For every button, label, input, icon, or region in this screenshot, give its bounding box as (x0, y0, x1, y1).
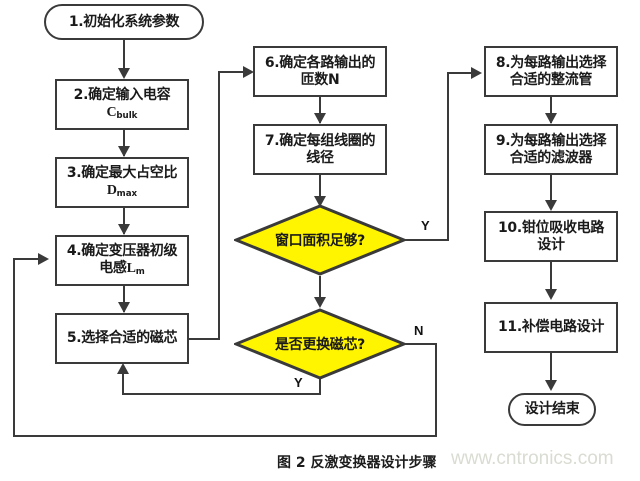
node-step10-line1: 10.钳位吸收电路 (497, 219, 605, 236)
node-step2-line1: 2.确定输入电容 (73, 87, 171, 104)
connector-step2-to-step3 (123, 130, 125, 156)
connector-step8-to-step9 (550, 97, 552, 123)
connector-decision2-no-v2 (13, 258, 15, 437)
connector-step5-to-step6-h2 (218, 71, 247, 73)
node-step10-line2: 设计 (537, 236, 565, 253)
branch-label-decision1-yes: Y (421, 218, 430, 233)
node-step4-line2: 电感 (99, 260, 127, 276)
node-step2-sub: bulk (116, 111, 138, 122)
diamond-shape-decision1 (234, 204, 406, 276)
connector-step7-to-decision1 (319, 175, 321, 203)
figure-caption: 图 2 反激变换器设计步骤 (277, 455, 437, 471)
node-step4-sub: m (135, 267, 145, 278)
node-step8-line2: 合适的整流管 (509, 71, 593, 88)
node-step3-line1: 3.确定最大占空比 (66, 165, 178, 182)
node-step4-line1: 4.确定变压器初级 (66, 243, 178, 260)
node-step3[interactable]: 3.确定最大占空比 Dmax (55, 157, 189, 208)
connector-step5-to-step6-v (218, 71, 220, 340)
arrowhead-step8-to-step9 (545, 113, 557, 124)
node-step3-var: D (106, 183, 117, 198)
arrowhead-step11-to-end (545, 380, 557, 391)
connector-decision2-no-h2 (13, 435, 437, 437)
connector-decision2-yes-v2 (122, 372, 124, 395)
branch-label-decision2-yes: Y (294, 375, 303, 390)
node-step7[interactable]: 7.确定每组线圈的 线径 (253, 124, 387, 175)
node-step8-line1: 8.为每路输出选择 (495, 54, 607, 71)
node-step8[interactable]: 8.为每路输出选择 合适的整流管 (484, 46, 618, 97)
node-start[interactable]: 1.初始化系统参数 (44, 4, 204, 40)
branch-label-decision2-no: N (414, 323, 424, 338)
connector-step3-to-step4 (123, 208, 125, 234)
connector-decision1-yes-h1 (404, 239, 449, 241)
node-step9-line1: 9.为每路输出选择 (495, 132, 607, 149)
node-start-label: 1.初始化系统参数 (68, 13, 180, 30)
node-step7-line2: 线径 (306, 149, 334, 166)
connector-decision2-no-h1 (404, 343, 437, 345)
connector-decision2-no-h3 (13, 258, 41, 260)
node-decision1-label: 窗口面积足够? (274, 233, 366, 249)
connector-decision2-no-v1 (435, 343, 437, 437)
connector-step4-to-step5 (123, 286, 125, 312)
arrowhead-step4-to-step5 (118, 302, 130, 313)
arrowhead-step9-to-step10 (545, 200, 557, 211)
arrowhead-step6-to-step7 (314, 113, 326, 124)
node-end-label: 设计结束 (524, 401, 580, 418)
node-step6-line2: 匝数N (300, 71, 340, 88)
arrowhead-decision1-to-decision2 (314, 297, 326, 308)
connector-decision2-yes-v1 (319, 378, 321, 395)
connector-decision1-to-decision2 (319, 276, 321, 304)
arrowhead-step7-to-decision1 (314, 196, 326, 207)
connector-step11-to-end (550, 353, 552, 389)
connector-step5-to-step6-h1 (189, 338, 220, 340)
node-step6[interactable]: 6.确定各路输出的 匝数N (253, 46, 387, 97)
node-decision-change-core[interactable]: 是否更换磁芯? (234, 308, 406, 380)
node-decision2-label: 是否更换磁芯? (274, 337, 366, 353)
node-step9-line2: 合适的滤波器 (509, 149, 593, 166)
connector-decision2-yes-h (122, 393, 321, 395)
site-watermark: www.cntronics.com (451, 448, 614, 469)
node-step7-line1: 7.确定每组线圈的 (264, 132, 376, 149)
connector-decision1-yes-h2 (447, 72, 475, 74)
arrowhead-step3-to-step4 (118, 224, 130, 235)
connector-step10-to-step11 (550, 262, 552, 298)
arrowhead-decision1-yes (471, 67, 482, 79)
node-step6-line1: 6.确定各路输出的 (264, 54, 376, 71)
node-step10[interactable]: 10.钳位吸收电路 设计 (484, 211, 618, 262)
node-step5-label: 5.选择合适的磁芯 (66, 330, 178, 347)
connector-step9-to-step10 (550, 175, 552, 207)
node-step2-var: C (106, 105, 117, 120)
node-step2[interactable]: 2.确定输入电容 Cbulk (55, 79, 189, 130)
arrowhead-decision2-yes-into-step5 (117, 363, 129, 374)
node-step9[interactable]: 9.为每路输出选择 合适的滤波器 (484, 124, 618, 175)
node-decision-window-area[interactable]: 窗口面积足够? (234, 204, 406, 276)
node-step3-sub: max (116, 189, 138, 200)
node-step11[interactable]: 11.补偿电路设计 (484, 302, 618, 353)
connector-step6-to-step7 (319, 97, 321, 123)
node-step5[interactable]: 5.选择合适的磁芯 (55, 313, 189, 364)
arrowhead-step2-to-step3 (118, 146, 130, 157)
arrowhead-decision2-no-into-step4 (38, 253, 49, 265)
connector-start-to-step2 (123, 40, 125, 70)
node-end[interactable]: 设计结束 (508, 393, 596, 426)
arrowhead-step10-to-step11 (545, 289, 557, 300)
arrowhead-step5-to-step6 (243, 66, 254, 78)
node-step11-label: 11.补偿电路设计 (497, 319, 605, 336)
connector-decision1-yes-v (447, 72, 449, 241)
node-step4-var: L (126, 261, 136, 276)
arrowhead-start-to-step2 (118, 68, 130, 79)
node-step4[interactable]: 4.确定变压器初级 电感Lm (55, 235, 189, 286)
